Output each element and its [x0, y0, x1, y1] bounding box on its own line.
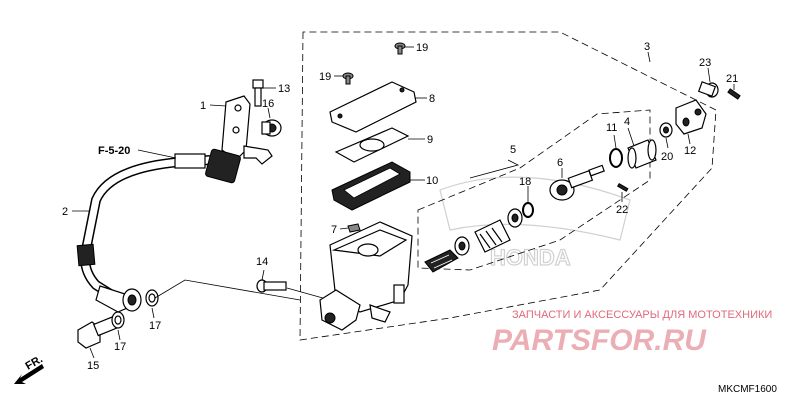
label-part-15: 15 — [87, 360, 99, 372]
washer-part-17a — [111, 311, 125, 329]
label-part-16: 16 — [262, 98, 274, 110]
label-part-18: 18 — [519, 176, 531, 188]
plate-part-9 — [334, 127, 410, 163]
watermark-tagline: ЗАПЧАСТИ И АКСЕССУАРЫ ДЛЯ МОТОТЕХНИКИ — [512, 309, 772, 321]
part-labels: 1 2 3 4 5 6 7 8 9 10 11 12 13 14 15 16 1… — [62, 41, 738, 372]
boot-part-4 — [627, 139, 657, 169]
front-direction-arrow-icon — [14, 364, 44, 384]
svg-text:HONDA: HONDA — [490, 245, 571, 270]
label-part-19a: 19 — [416, 42, 428, 54]
clip-part-7 — [347, 223, 361, 233]
diaphragm-part-10 — [331, 161, 411, 211]
watermark-brand: PARTSFOR.RU — [492, 324, 707, 357]
label-part-5: 5 — [510, 144, 516, 156]
cotter-pin-part-21 — [727, 88, 741, 100]
label-part-6: 6 — [557, 157, 563, 169]
bolt-part-15 — [77, 316, 118, 349]
clevis-part-12 — [675, 99, 707, 135]
label-part-17b: 17 — [149, 320, 161, 332]
label-part-12: 12 — [684, 145, 696, 157]
push-rod-part-6 — [549, 164, 605, 201]
label-part-23: 23 — [699, 57, 711, 69]
label-part-10: 10 — [426, 175, 438, 187]
washer-part-17b — [145, 289, 159, 307]
bolt-part-13 — [252, 79, 264, 107]
label-part-4: 4 — [624, 116, 630, 128]
label-part-2: 2 — [62, 206, 68, 218]
label-part-7: 7 — [331, 224, 337, 236]
hose-part-2 — [76, 148, 241, 313]
spring-part — [424, 249, 459, 273]
circlip-part-18 — [522, 202, 534, 218]
label-part-19b: 19 — [319, 71, 331, 83]
label-part-3: 3 — [644, 41, 650, 53]
pin-part-22 — [616, 182, 629, 192]
piston-ring — [507, 208, 523, 228]
label-part-13: 13 — [278, 83, 290, 95]
screw-part-19a — [394, 42, 406, 55]
label-part-21: 21 — [726, 73, 738, 85]
cup-seal — [454, 236, 470, 256]
assembly-frame — [299, 31, 717, 341]
label-part-11: 11 — [606, 122, 617, 134]
label-part-17a: 17 — [114, 341, 126, 353]
label-part-9: 9 — [427, 134, 433, 146]
label-part-14: 14 — [256, 256, 268, 268]
bracket-part-1 — [221, 95, 273, 165]
piston — [474, 219, 511, 253]
label-part-1: 1 — [200, 100, 206, 112]
direction-label: FR. — [24, 353, 45, 372]
bolt-part-14 — [256, 279, 287, 293]
nut-part-20 — [659, 122, 673, 138]
label-part-20: 20 — [661, 151, 673, 163]
reference-code: F-5-20 — [98, 145, 130, 157]
master-cylinder-body — [319, 221, 413, 331]
screw-part-19b — [342, 72, 354, 85]
nut-part-16 — [261, 119, 282, 137]
honda-watermark: HONDA — [439, 176, 631, 271]
pin-part-23 — [697, 81, 719, 98]
label-part-22: 22 — [616, 204, 628, 216]
circlip-part-11 — [609, 148, 623, 168]
cap-part-8 — [329, 81, 417, 133]
diagram-code: MKCMF1600 — [718, 384, 777, 395]
label-part-8: 8 — [429, 93, 435, 105]
